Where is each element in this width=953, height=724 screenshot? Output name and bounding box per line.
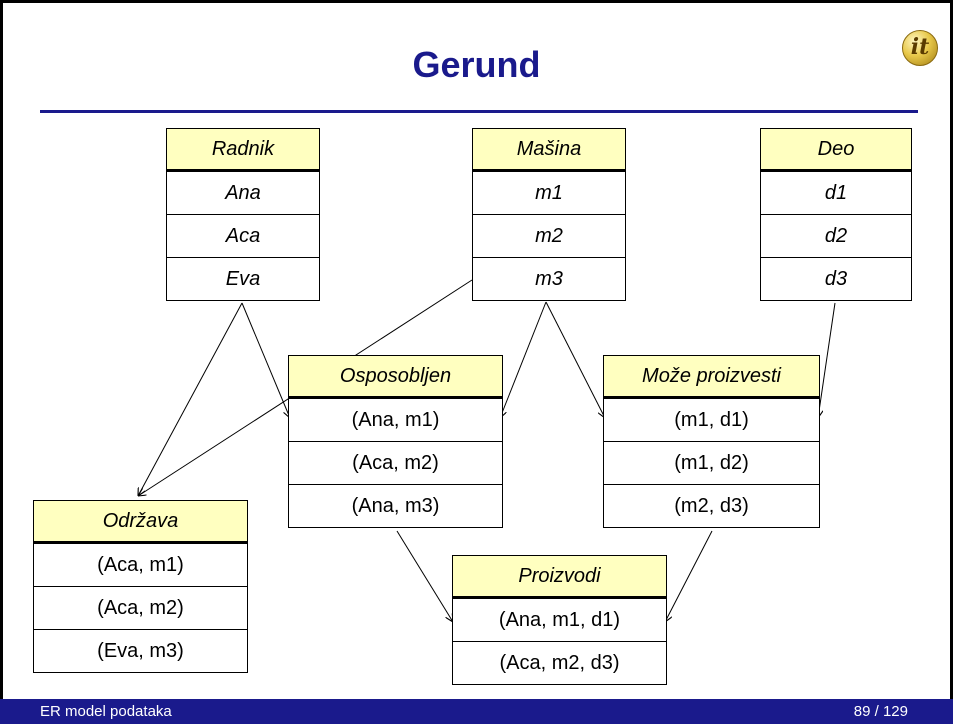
table-cell: (Aca, m1) <box>97 553 184 576</box>
table-row: Ana <box>167 172 319 214</box>
table-row: d3 <box>761 257 911 300</box>
arrow-masina-moze-proizvesti <box>545 301 605 418</box>
slide-frame-top <box>0 0 953 3</box>
table-row: (m1, d1) <box>604 399 819 441</box>
table-row: (Aca, m2, d3) <box>453 641 666 684</box>
arrow-osposobljen-proizvodi <box>396 530 453 622</box>
table-cell: Eva <box>225 267 261 290</box>
table-radnik: Radnik Ana Aca Eva <box>166 128 320 301</box>
table-cell: (Ana, m3) <box>351 494 440 517</box>
table-cell: (m1, d1) <box>674 408 749 431</box>
table-header: Može proizvesti <box>604 356 819 399</box>
arrow-radnik-osposobljen <box>241 302 290 418</box>
table-osposobljen: Osposobljen (Ana, m1) (Aca, m2) (Ana, m3… <box>288 355 503 528</box>
table-moze-proizvesti: Može proizvesti (m1, d1) (m1, d2) (m2, d… <box>603 355 820 528</box>
table-cell: m3 <box>535 267 563 290</box>
table-header: Održava <box>34 501 247 544</box>
slide-title: Gerund <box>412 44 541 85</box>
table-cell: (Eva, m3) <box>97 639 184 662</box>
table-cell: Ana <box>225 181 261 204</box>
table-cell: m2 <box>535 224 563 247</box>
footer-bar: ER model podataka 89 / 129 <box>0 699 953 724</box>
table-row: (m1, d2) <box>604 441 819 484</box>
table-header: Deo <box>761 129 911 172</box>
table-cell: d2 <box>824 224 848 247</box>
table-header: Mašina <box>473 129 625 172</box>
table-row: m3 <box>473 257 625 300</box>
footer-page-number: 89 / 129 <box>853 703 908 720</box>
it-logo-icon: it <box>902 30 938 66</box>
table-cell: d3 <box>824 267 848 290</box>
table-cell: (Aca, m2) <box>97 596 184 619</box>
table-row: (m2, d3) <box>604 484 819 527</box>
table-cell: (Aca, m2) <box>352 451 439 474</box>
table-row: Eva <box>167 257 319 300</box>
table-cell: (Ana, m1, d1) <box>498 608 621 631</box>
table-row: m1 <box>473 172 625 214</box>
table-row: (Ana, m1) <box>289 399 502 441</box>
arrow-deo-moze-proizvesti <box>818 302 836 418</box>
table-header: Osposobljen <box>289 356 502 399</box>
slide-frame-right <box>950 0 953 699</box>
table-deo: Deo d1 d2 d3 <box>760 128 912 301</box>
table-row: Aca <box>167 214 319 257</box>
table-row: (Aca, m2) <box>289 441 502 484</box>
table-odrzava: Održava (Aca, m1) (Aca, m2) (Eva, m3) <box>33 500 248 673</box>
arrow-radnik-odrzava <box>138 302 243 496</box>
table-row: d2 <box>761 214 911 257</box>
table-header: Radnik <box>167 129 319 172</box>
arrow-moze-proizvesti-proizvodi <box>665 530 713 622</box>
footer-course-title: ER model podataka <box>40 703 172 720</box>
table-row: (Eva, m3) <box>34 629 247 672</box>
table-masina: Mašina m1 m2 m3 <box>472 128 626 301</box>
table-cell: (m1, d2) <box>674 451 749 474</box>
arrow-masina-osposobljen <box>500 301 547 418</box>
table-proizvodi: Proizvodi (Ana, m1, d1) (Aca, m2, d3) <box>452 555 667 685</box>
table-row: (Aca, m1) <box>34 544 247 586</box>
table-cell: d1 <box>824 181 848 204</box>
table-header: Proizvodi <box>453 556 666 599</box>
slide-frame-left <box>0 0 3 699</box>
table-row: (Aca, m2) <box>34 586 247 629</box>
table-row: d1 <box>761 172 911 214</box>
table-row: m2 <box>473 214 625 257</box>
table-cell: (Ana, m1) <box>351 408 440 431</box>
table-cell: (Aca, m2, d3) <box>499 651 620 674</box>
table-cell: m1 <box>535 181 563 204</box>
table-row: (Ana, m3) <box>289 484 502 527</box>
title-underline <box>40 110 918 113</box>
table-row: (Ana, m1, d1) <box>453 599 666 641</box>
table-cell: (m2, d3) <box>674 494 749 517</box>
table-cell: Aca <box>225 224 261 247</box>
